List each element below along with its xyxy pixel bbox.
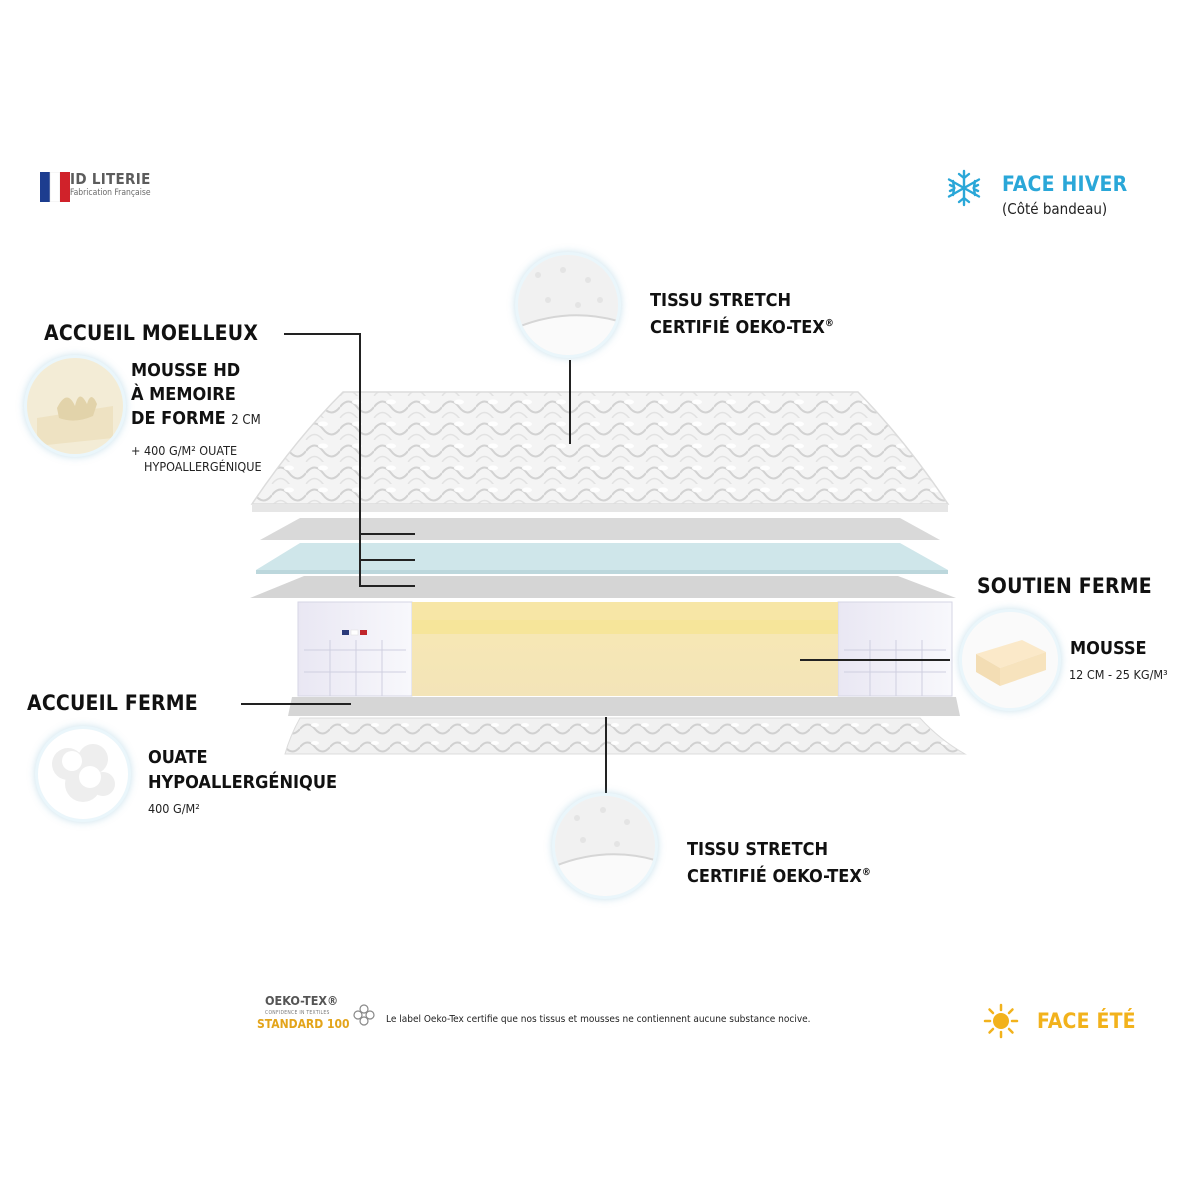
winter-face-subtitle: (Côté bandeau) [1002,200,1108,218]
memory-foam-line3: DE FORME [131,408,226,429]
brand-tagline: Fabrication Française [70,188,151,198]
memory-foam-swatch [27,358,123,454]
top-fabric-line2: CERTIFIÉ OEKO-TEX [650,317,825,338]
top-fabric-line1: TISSU STRETCH [650,290,792,311]
brand-name: ID LITERIE [70,170,151,188]
top-fabric-swatch [518,255,618,355]
winter-face-title: FACE HIVER [1002,172,1128,196]
wadding-spec: 400 G/M² [148,801,200,816]
memory-foam-extra2: HYPOALLERGÉNIQUE [144,459,262,474]
top-fabric-label: TISSU STRETCH CERTIFIÉ OEKO-TEX® [650,289,834,339]
accueil-moelleux-title: ACCUEIL MOELLEUX [44,321,259,345]
accueil-moelleux-leader-1 [359,533,415,535]
accueil-moelleux-leader-3 [359,585,415,587]
oekotex-tagline: CONFIDENCE IN TEXTILES [265,1010,330,1016]
france-flag-icon [40,172,70,202]
support-foam-swatch [962,612,1058,708]
bottom-fabric-swatch [555,796,655,896]
wadding-line2: HYPOALLERGÉNIQUE [148,772,338,793]
bottom-fabric-leader [605,717,607,793]
soutien-ferme-leader [800,659,950,661]
accueil-moelleux-leader-v [359,333,361,587]
snowflake-icon [944,168,984,208]
memory-foam-size: 2 CM [231,413,261,428]
support-foam-name: MOUSSE [1070,638,1147,659]
accueil-moelleux-leader-h [284,333,359,335]
bottom-fabric-line1: TISSU STRETCH [687,839,829,860]
support-foam-spec: 12 CM - 25 KG/M³ [1069,667,1168,682]
oekotex-standard: STANDARD 100 [257,1017,350,1031]
accueil-ferme-title: ACCUEIL FERME [27,691,198,715]
memory-foam-line2: À MEMOIRE [131,384,236,405]
brand-logo: ID LITERIE Fabrication Française [40,170,170,204]
bottom-fabric-line2: CERTIFIÉ OEKO-TEX [687,866,862,887]
wadding-swatch [38,729,128,819]
accueil-ferme-leader [241,703,351,705]
memory-foam-extra1: + 400 G/M² OUATE [131,443,238,458]
soutien-ferme-title: SOUTIEN FERME [977,574,1152,598]
wadding-line1: OUATE [148,747,208,768]
oekotex-logo: OEKO-TEX® CONFIDENCE IN TEXTILES STANDAR… [255,993,377,1041]
top-fabric-leader [569,360,571,444]
bottom-fabric-label: TISSU STRETCH CERTIFIÉ OEKO-TEX® [687,838,871,888]
accueil-moelleux-leader-2 [359,559,415,561]
oekotex-brand: OEKO-TEX® [265,993,339,1008]
summer-face-title: FACE ÉTÉ [1037,1009,1136,1033]
memory-foam-extra: + 400 G/M² OUATE HYPOALLERGÉNIQUE [131,443,262,475]
memory-foam-text: MOUSSE HD À MEMOIRE DE FORME 2 CM [131,359,261,431]
sun-icon [982,1002,1020,1040]
memory-foam-line1: MOUSSE HD [131,360,241,381]
oekotex-note: Le label Oeko-Tex certifie que nos tissu… [386,1014,811,1025]
bottom-fabric-mark: ® [861,867,871,878]
wadding-text: OUATE HYPOALLERGÉNIQUE [148,745,337,795]
top-fabric-mark: ® [824,318,834,329]
oekotex-flower-icon [353,1004,375,1026]
